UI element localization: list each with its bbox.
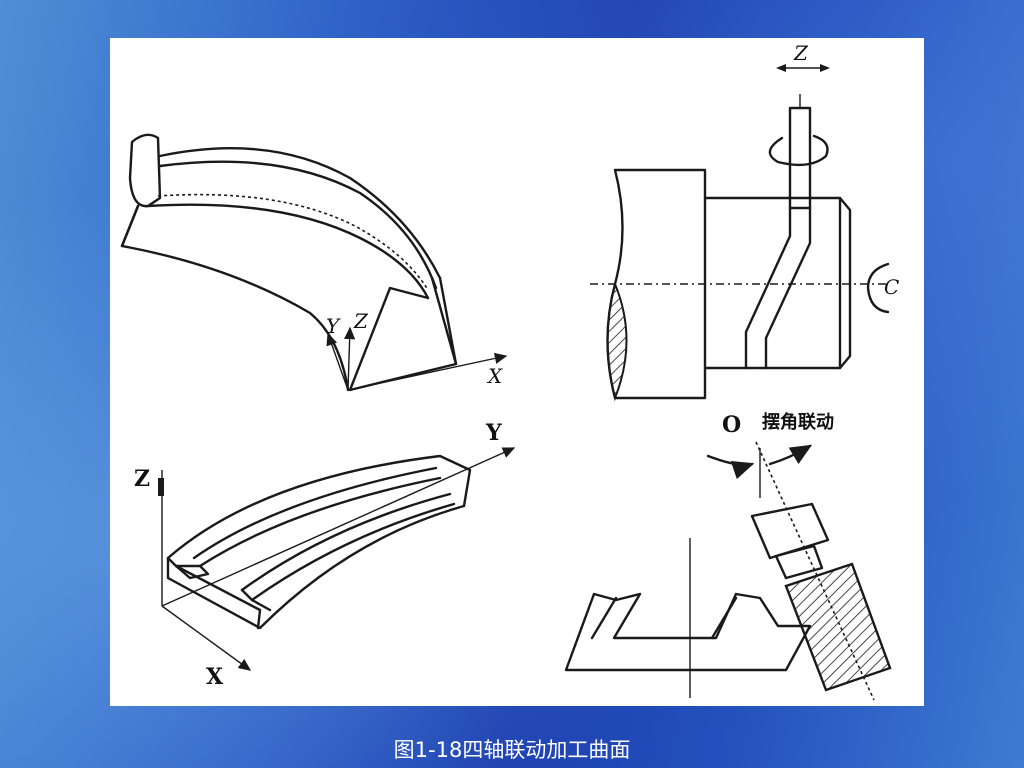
figure-caption: 图1-18四轴联动加工曲面 xyxy=(393,738,631,762)
workpiece-tool-path xyxy=(157,193,429,291)
channel-inner-edge-top2 xyxy=(198,476,442,568)
workpiece-upper-rib xyxy=(158,160,438,290)
axis-y-arrow xyxy=(326,332,349,391)
axis-z-tick xyxy=(158,478,164,496)
machining-diagram: Y Z X Z C xyxy=(120,41,899,701)
workpiece-left-edge xyxy=(120,204,140,248)
axis-z-label-bl: Z xyxy=(134,466,150,492)
u-channel-inner-left xyxy=(590,596,618,640)
curved-workpiece-drawing: Y Z X xyxy=(120,133,508,392)
channel-inner-edge-bottom2 xyxy=(250,502,456,602)
axis-z-label-top: Z xyxy=(793,41,809,65)
axis-y-line xyxy=(161,447,516,607)
u-channel-inner-right xyxy=(710,596,738,640)
axis-x-arrow xyxy=(347,352,508,391)
z-arrowhead-right xyxy=(820,64,830,72)
cylinder-body xyxy=(703,196,852,370)
channel-inner-edge-bottom xyxy=(240,492,452,592)
figure-panel: Y Z X Z C xyxy=(110,38,924,706)
channel-end-notch2 xyxy=(240,588,272,612)
axis-x-label: X xyxy=(486,364,503,388)
helix-groove-right xyxy=(764,206,812,370)
tool-neck xyxy=(774,544,824,580)
workpiece-groove-outer xyxy=(146,203,430,300)
helix-groove-left xyxy=(744,206,792,370)
axis-y-label-bl: Y xyxy=(485,420,502,446)
axis-z-label: Z xyxy=(353,309,369,333)
u-channel-outline xyxy=(564,592,812,672)
tool-holder-block xyxy=(750,502,830,560)
cylinder-tool-shank xyxy=(788,106,812,210)
channel-outer-body xyxy=(166,454,472,630)
channel-front-lip xyxy=(166,556,262,630)
channel-inner-edge-top xyxy=(192,466,438,560)
tool-cutter-hatched xyxy=(784,562,892,692)
axis-x-line xyxy=(161,605,252,671)
swing-angle-drawing: O 摆角联动 xyxy=(564,411,892,701)
workpiece-end-edge xyxy=(438,276,458,366)
workpiece-top-edge xyxy=(158,147,442,280)
tool-rotation-arrow xyxy=(768,134,829,167)
curved-channel-drawing: Z X Y xyxy=(134,420,516,690)
swing-note-label: 摆角联动 xyxy=(762,411,834,433)
cylinder-groove-drawing: Z C xyxy=(590,41,899,402)
o-label: O xyxy=(722,412,741,438)
z-arrowhead-left xyxy=(776,64,786,72)
channel-end-notch xyxy=(174,564,210,580)
end-mill-tool xyxy=(128,133,162,208)
axis-c-label: C xyxy=(884,275,899,299)
workpiece-front-face xyxy=(120,204,350,392)
chuck-section-hatch xyxy=(606,280,628,402)
c-rotation-arrow xyxy=(866,262,890,314)
swing-arrow-right xyxy=(768,444,813,466)
swing-arrow-left xyxy=(706,454,755,480)
axis-x-label-bl: X xyxy=(206,664,224,690)
axis-z-arrow xyxy=(344,326,356,391)
axis-y-label: Y xyxy=(326,314,341,338)
workpiece-end-face xyxy=(348,276,458,392)
